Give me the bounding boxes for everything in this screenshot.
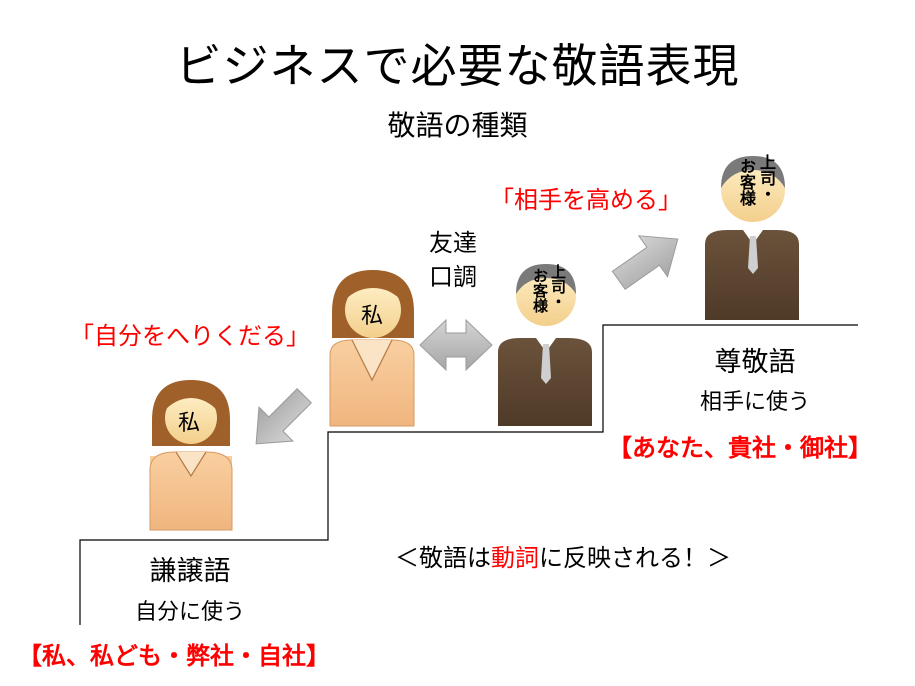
arrow-up-right xyxy=(611,235,679,291)
friend-tone-line1: 友達 xyxy=(429,229,477,257)
staircase-line xyxy=(79,324,858,625)
boss-label-upper: お客様 上司・ xyxy=(733,154,777,224)
verb-note: ＜敬語は動詞に反映される！＞ xyxy=(395,538,731,573)
respectful-examples: 【あなた、貴社・御社】 xyxy=(608,434,872,462)
verb-note-prefix: ＜敬語は xyxy=(395,544,491,572)
verb-note-highlight: 動詞 xyxy=(491,544,539,572)
humble-name: 謙譲語 xyxy=(149,556,231,587)
humble-examples: 【私、私ども・弊社・自社】 xyxy=(18,642,330,670)
respectful-phrase: 「相手を高める」 xyxy=(490,186,682,214)
respectful-usage: 相手に使う xyxy=(699,390,810,415)
man-figure-middle xyxy=(498,264,592,426)
self-label-lower: 私 xyxy=(178,411,201,436)
verb-note-suffix: に反映される！＞ xyxy=(539,544,731,572)
humble-phrase: 「自分をへりくだる」 xyxy=(70,322,310,350)
boss-label-line1: お客様 xyxy=(737,158,756,206)
friend-tone-label: 友達 口調 xyxy=(418,226,488,294)
respectful-name: 尊敬語 xyxy=(714,347,796,378)
man-figure-upper xyxy=(705,156,799,320)
boss-label-line1: お客様 xyxy=(531,268,549,313)
boss-label-line2: 上司・ xyxy=(757,154,776,202)
arrow-double xyxy=(419,318,493,372)
friend-tone-line2: 口調 xyxy=(429,263,477,291)
woman-figure-middle xyxy=(329,270,415,427)
self-label-middle: 私 xyxy=(361,304,384,329)
woman-figure-lower xyxy=(149,380,233,531)
humble-usage: 自分に使う xyxy=(134,600,245,625)
boss-label-line2: 上司・ xyxy=(549,264,567,309)
arrow-down-left xyxy=(255,388,312,445)
page-subtitle: 敬語の種類 xyxy=(387,109,528,142)
boss-label-middle: お客様 上司・ xyxy=(527,264,567,332)
page-title: ビジネスで必要な敬語表現 xyxy=(175,39,740,93)
